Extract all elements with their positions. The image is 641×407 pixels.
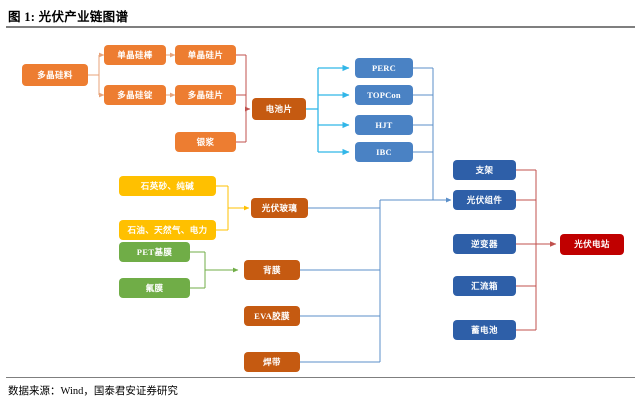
source-note: 数据来源：Wind，国泰君安证券研究 — [8, 386, 178, 397]
title-divider — [6, 26, 635, 28]
node-pet-base-film[interactable]: PET基膜 — [119, 242, 190, 262]
node-polysilicon-feedstock[interactable]: 多晶硅料 — [22, 64, 88, 86]
node-mounting[interactable]: 支架 — [453, 160, 516, 180]
node-solar-cell[interactable]: 电池片 — [252, 98, 306, 120]
node-multi-ingot[interactable]: 多晶硅锭 — [104, 85, 166, 105]
node-cell-topcon[interactable]: TOPCon — [355, 85, 413, 105]
node-battery[interactable]: 蓄电池 — [453, 320, 516, 340]
node-pv-glass[interactable]: 光伏玻璃 — [251, 198, 308, 218]
node-fluorine-film[interactable]: 氟膜 — [119, 278, 190, 298]
node-eva-film[interactable]: EVA胶膜 — [244, 306, 300, 326]
node-pv-module[interactable]: 光伏组件 — [453, 190, 516, 210]
node-mono-wafer[interactable]: 单晶硅片 — [175, 45, 236, 65]
diagram-canvas: 多晶硅料 单晶硅棒 多晶硅锭 单晶硅片 多晶硅片 银浆 电池片 PERC TOP… — [0, 30, 641, 375]
node-cell-perc[interactable]: PERC — [355, 58, 413, 78]
node-backsheet[interactable]: 背膜 — [244, 260, 300, 280]
node-cell-hjt[interactable]: HJT — [355, 115, 413, 135]
node-inverter[interactable]: 逆变器 — [453, 234, 516, 254]
node-combiner-box[interactable]: 汇流箱 — [453, 276, 516, 296]
node-silver-paste[interactable]: 银浆 — [175, 132, 236, 152]
connector-lines — [88, 52, 557, 363]
node-multi-wafer[interactable]: 多晶硅片 — [175, 85, 236, 105]
node-pv-power-station[interactable]: 光伏电站 — [560, 234, 624, 255]
node-oil-gas-power[interactable]: 石油、天然气、电力 — [119, 220, 216, 240]
node-cell-ibc[interactable]: IBC — [355, 142, 413, 162]
node-ribbon[interactable]: 焊带 — [244, 352, 300, 372]
source-divider — [6, 377, 635, 378]
figure-title: 图 1: 光伏产业链图谱 — [8, 10, 129, 24]
node-mono-ingot[interactable]: 单晶硅棒 — [104, 45, 166, 65]
node-quartz-soda[interactable]: 石英砂、纯碱 — [119, 176, 216, 196]
